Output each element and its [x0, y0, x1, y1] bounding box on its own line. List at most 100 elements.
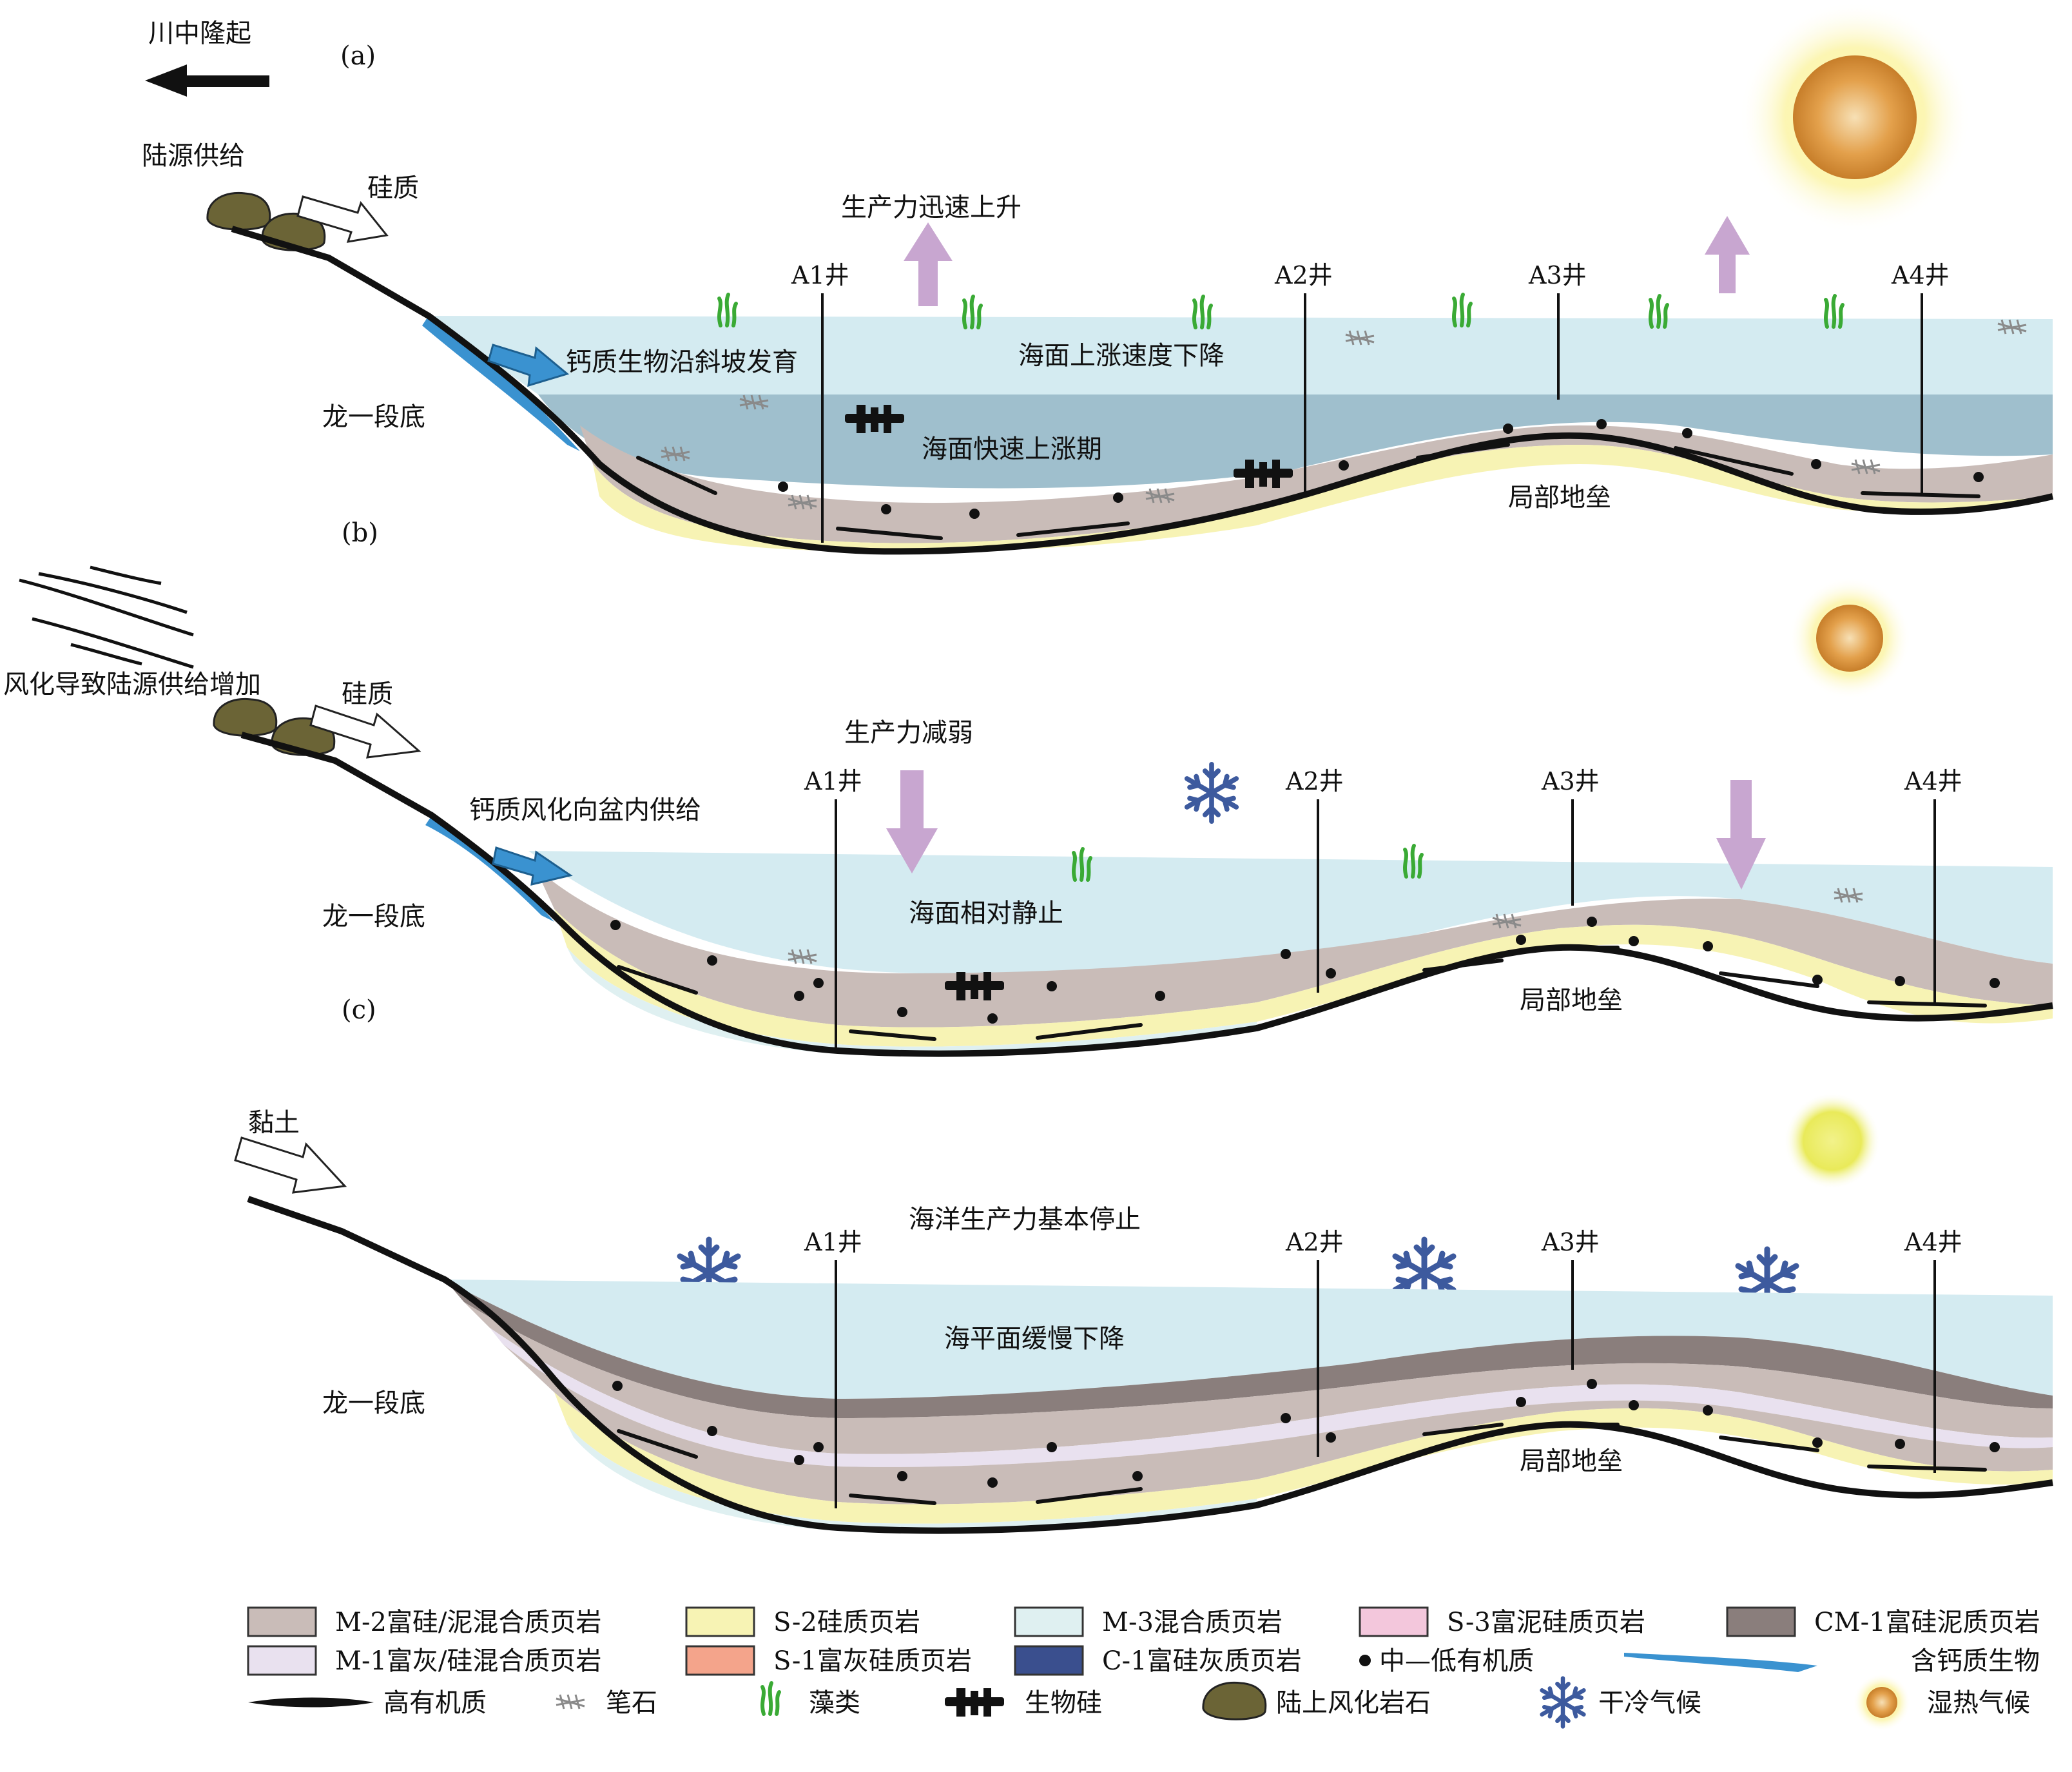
panel-b-label: (b): [342, 518, 378, 548]
well-a2: A2井: [1285, 767, 1344, 795]
legend-label: 含钙质生物: [1911, 1646, 2040, 1676]
legend-label: 陆上风化岩石: [1276, 1688, 1431, 1718]
weathered-rock-icon: [1202, 1681, 1267, 1720]
productivity-label: 生产力迅速上升: [841, 193, 1021, 222]
productivity-label: 生产力减弱: [844, 718, 973, 748]
productivity-down-arrow: [1716, 780, 1766, 890]
legend-item: C-1富硅灰质页岩: [1014, 1645, 1302, 1676]
silica-arrow: [309, 705, 421, 759]
sun-icon: [1739, 1, 1971, 233]
horst-label: 局部地垒: [1520, 1446, 1623, 1476]
legend-label: M-3混合质页岩: [1102, 1608, 1283, 1637]
calcareous-biota: [422, 316, 580, 451]
productivity-down-arrow: [886, 770, 938, 873]
horst-label: 局部地垒: [1520, 986, 1623, 1015]
calcareous-label: 钙质生物沿斜坡发育: [566, 347, 798, 377]
uplift-arrow: [145, 64, 269, 97]
legend-item: 高有机质: [248, 1688, 487, 1718]
high-organic-icon: [248, 1697, 374, 1708]
panel-b: 风化导致陆源供给增加 硅质 A1井 A2井 A3井 A4井 生产力减弱 钙质风化…: [3, 565, 2053, 1057]
algae-icon: [762, 1683, 779, 1714]
calcareous-arrow: [492, 846, 573, 886]
basin-floor: [247, 1196, 2053, 1534]
legend-swatch: [685, 1606, 755, 1637]
legend-item: 中—低有机质: [1359, 1646, 1534, 1676]
clay-label: 黏土: [248, 1108, 300, 1138]
legend-label: M-1富灰/硅混合质页岩: [335, 1646, 601, 1676]
calcareous-biota: [425, 815, 554, 922]
legend-swatch: [685, 1645, 755, 1676]
well-a4: A4井: [1904, 1228, 1962, 1256]
sea-fall-label: 海平面缓慢下降: [944, 1324, 1125, 1354]
calcareous-label: 钙质风化向盆内供给: [469, 795, 701, 825]
sediment-layers: [535, 867, 2053, 1027]
base-label: 龙一段底: [322, 1388, 425, 1418]
legend-swatch: [1726, 1606, 1796, 1637]
legend-label: 中—低有机质: [1379, 1646, 1534, 1676]
legend: M-2富硅/泥混合质页岩 S-2硅质页岩 M-3混合质页岩 S-3富泥硅质页岩 CM-1…: [247, 1606, 2040, 1731]
silica-label: 硅质: [367, 173, 419, 203]
legend-label: M-2富硅/泥混合质页岩: [335, 1608, 601, 1637]
snowflake-icon: [1187, 764, 1237, 821]
legend-item: M-3混合质页岩: [1014, 1606, 1283, 1637]
legend-label: 干冷气候: [1598, 1688, 1701, 1718]
legend-item: 干冷气候: [1542, 1679, 1701, 1727]
legend-label: S-2硅质页岩: [773, 1608, 920, 1637]
silica-label: 硅质: [342, 679, 393, 709]
snowflake-icon: [1542, 1679, 1584, 1727]
organic-dot-icon: [1359, 1655, 1371, 1666]
legend-label: 生物硅: [1025, 1688, 1102, 1718]
panel-a: 川中隆起 (a) 陆源供给 硅质 A1井 A2井 A3井 A4井: [142, 1, 2054, 555]
legend-item: S-2硅质页岩: [685, 1606, 920, 1637]
legend-swatch: [1014, 1645, 1084, 1676]
well-a1: A1井: [804, 767, 862, 795]
panel-c: 黏土 海洋生产力基本停止 A1井 A2井 A3井 A4井 海平面缓慢下降 龙一段…: [234, 1093, 2053, 1534]
well-a4: A4井: [1891, 261, 1950, 289]
legend-item: 湿热气候: [1853, 1673, 2030, 1731]
legend-label: 湿热气候: [1927, 1688, 2030, 1718]
sea-slow-label: 海面上涨速度下降: [1018, 341, 1225, 371]
basin-floor: [240, 732, 2053, 1057]
base-label: 龙一段底: [322, 902, 425, 931]
legend-label: S-3富泥硅质页岩: [1447, 1608, 1645, 1637]
sea-body: [528, 851, 2053, 973]
legend-item: S-3富泥硅质页岩: [1359, 1606, 1645, 1637]
panel-a-label: (a): [340, 41, 376, 71]
sea-body: [445, 1280, 2053, 1399]
weathered-rock-icon: [206, 191, 271, 231]
legend-label: 笔石: [606, 1688, 657, 1718]
legend-label: S-1富灰硅质页岩: [773, 1646, 972, 1676]
legend-label: C-1富硅灰质页岩: [1102, 1646, 1302, 1676]
clay-arrow: [234, 1136, 347, 1194]
silica-arrow: [296, 195, 389, 243]
graptolite-icon: [555, 1693, 586, 1710]
legend-item: CM-1富硅泥质页岩: [1726, 1606, 2040, 1637]
legend-swatch: [247, 1606, 317, 1637]
legend-item: M-1富灰/硅混合质页岩: [247, 1645, 601, 1676]
productivity-up-arrow: [1705, 216, 1750, 293]
sun-core: [1866, 1687, 1897, 1718]
base-label: 龙一段底: [322, 402, 425, 432]
panel-c-label: (c): [342, 995, 376, 1025]
sun-icon: [1784, 1093, 1881, 1189]
legend-swatch: [1359, 1606, 1429, 1637]
legend-item: 陆上风化岩石: [1202, 1681, 1431, 1720]
source-label: 陆源供给: [142, 141, 245, 171]
legend-item: 含钙质生物: [1624, 1646, 2040, 1676]
legend-item: 生物硅: [945, 1688, 1102, 1718]
calcareous-biota-icon: [1624, 1653, 1817, 1672]
well-a3: A3井: [1528, 261, 1587, 289]
well-a2: A2井: [1274, 261, 1333, 289]
sediment-layers: [445, 1280, 2053, 1418]
productivity-up-arrow: [904, 222, 953, 306]
legend-label: 高有机质: [383, 1688, 487, 1718]
weathered-rock-icon: [213, 697, 278, 737]
legend-label: 藻类: [809, 1688, 860, 1718]
legend-item: 笔石: [555, 1688, 657, 1718]
well-a4: A4井: [1904, 767, 1962, 795]
sea-lower: [538, 394, 2053, 489]
well-a1: A1井: [791, 261, 849, 289]
legend-item: 藻类: [762, 1683, 860, 1718]
basin-floor: [231, 226, 2054, 555]
legend-swatch: [247, 1645, 317, 1676]
